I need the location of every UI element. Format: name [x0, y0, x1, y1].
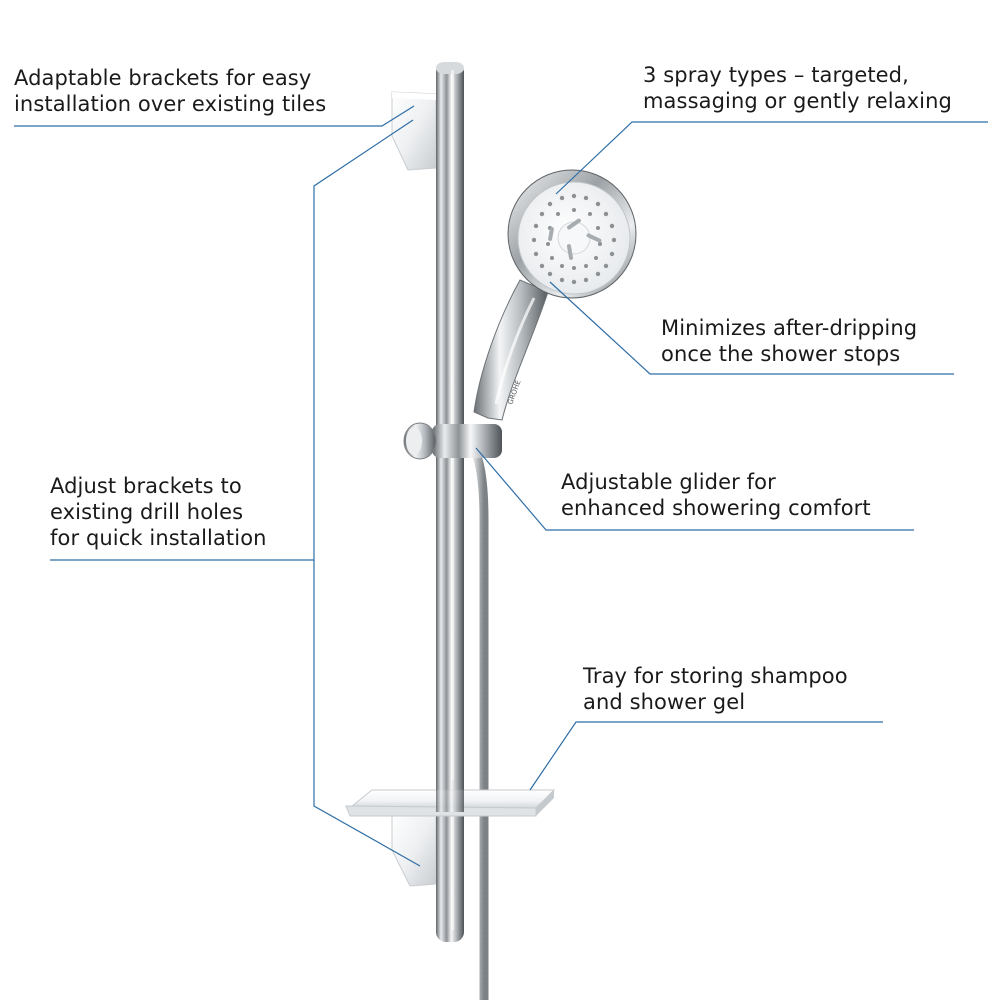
feature-line: Minimizes after-dripping	[661, 316, 918, 340]
bottom-wall-bracket	[391, 811, 437, 887]
feature-label-tray: Tray for storing shampoo and shower gel	[583, 663, 848, 715]
adjustable-glider	[403, 422, 502, 460]
callout-lines	[14, 105, 988, 867]
feature-line: installation over existing tiles	[14, 92, 327, 116]
feature-line: existing drill holes	[50, 500, 244, 524]
feature-line: enhanced showering comfort	[561, 496, 871, 520]
feature-line: for quick installation	[50, 526, 267, 550]
feature-line: once the shower stops	[661, 342, 901, 366]
rail-bar	[436, 62, 464, 942]
top-wall-bracket	[391, 91, 437, 171]
feature-line: Adaptable brackets for easy	[14, 66, 312, 90]
feature-line: massaging or gently relaxing	[643, 89, 952, 113]
feature-label-after-dripping: Minimizes after-dripping once the shower…	[661, 315, 917, 367]
feature-line: Tray for storing shampoo	[583, 664, 848, 688]
feature-line: Adjust brackets to	[50, 474, 242, 498]
feature-line: and shower gel	[583, 690, 746, 714]
feature-line: Adjustable glider for	[561, 470, 776, 494]
shower-hose	[457, 425, 489, 1000]
feature-label-glider: Adjustable glider for enhanced showering…	[561, 469, 871, 521]
hand-shower: GROHE	[473, 169, 637, 421]
feature-label-brackets-tiles: Adaptable brackets for easy installation…	[14, 65, 326, 117]
feature-line: 3 spray types – targeted,	[643, 63, 909, 87]
feature-label-drill-holes: Adjust brackets to existing drill holes …	[50, 473, 267, 551]
feature-label-spray-types: 3 spray types – targeted, massaging or g…	[643, 62, 952, 114]
